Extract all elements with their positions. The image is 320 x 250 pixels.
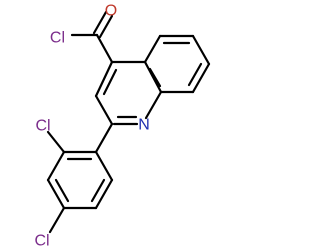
- oxygen-atom-label: O: [105, 3, 117, 20]
- bond-c2-c1p: [94, 122, 114, 154]
- nitrogen-atom-label: N: [138, 117, 150, 134]
- bond-c-o-a: [92, 10, 108, 35]
- bond-c8a-n: [144, 90, 163, 120]
- bond-c-c4: [95, 33, 114, 64]
- bond-c3p-c4p: [46, 178, 66, 210]
- bond-c2p-cl: [46, 130, 66, 154]
- bond-c2p-c3p: [46, 150, 66, 182]
- bond-c4a-c8a: [143, 60, 163, 94]
- bond-c4a-c5: [143, 34, 162, 64]
- bond-c6-c7: [191, 34, 211, 66]
- bond-c3-c4: [94, 60, 114, 98]
- bond-c7-c8: [191, 62, 211, 94]
- bond-c4p-cl: [48, 206, 66, 234]
- bond-c5p-c6p: [94, 178, 114, 210]
- bond-c3p-c4p-inner: [54, 178, 70, 203]
- bond-c3-c4-inner: [102, 68, 118, 96]
- bond-c4a-c8a-inner: [148, 67, 162, 88]
- bond-c6p-c1p: [94, 150, 114, 182]
- bond-c-o-b: [98, 14, 114, 39]
- bond-c7-c8-inner: [187, 62, 203, 87]
- bonds: [46, 10, 211, 234]
- para-chlorine-atom-label: Cl: [34, 233, 49, 250]
- bond-c2-c3: [94, 94, 114, 126]
- molecule-drawing: O Cl N Cl Cl: [34, 3, 211, 250]
- structure-canvas: O Cl N Cl Cl: [34, 3, 211, 250]
- acyl-chlorine-atom-label: Cl: [50, 30, 65, 47]
- bond-c5p-c6p-inner: [90, 178, 106, 203]
- atom-labels: O Cl N Cl Cl: [34, 3, 149, 250]
- ortho-chlorine-atom-label: Cl: [35, 118, 50, 135]
